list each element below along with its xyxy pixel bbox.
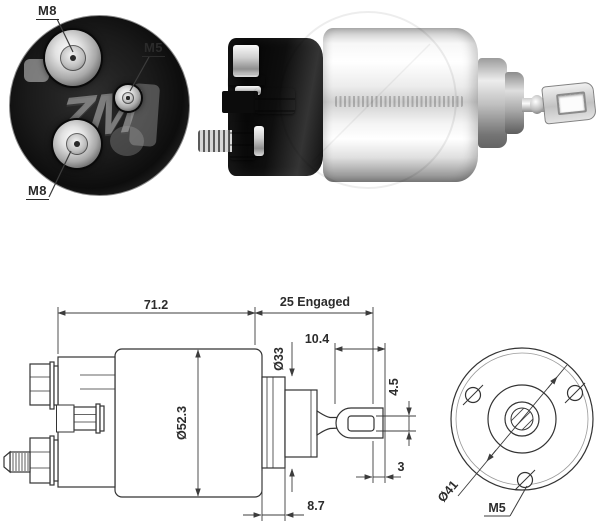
fork-slot-outline [347, 415, 375, 432]
label-m8-bottom: M8 [26, 183, 49, 200]
dim-text-body-dia: Ø52.3 [175, 406, 189, 440]
label-m8-top: M8 [36, 3, 59, 20]
side-view-outline [3, 348, 384, 498]
bottom-bolt-washer [53, 439, 59, 482]
top-bolt-washer [53, 365, 59, 406]
battery-bolt-washer [229, 75, 265, 87]
fork-slot [556, 91, 588, 116]
solenoid-stud [255, 88, 295, 114]
drive-end-ring [478, 58, 507, 148]
top-bolt-hex [29, 363, 51, 406]
terminal-m5 [115, 85, 141, 111]
front-view: Ø41 M5 [435, 347, 594, 517]
solenoid-barrel [323, 28, 478, 182]
bolt-tip [3, 450, 11, 474]
product-photo [195, 20, 600, 195]
housing-highlight [24, 59, 49, 82]
collar-outline [261, 376, 286, 469]
dim-text-bolt-circle: Ø41 [435, 478, 461, 505]
dimension-drawing: 71.2 25 Engaged 10.4 Ø33 Ø52.3 4.5 3 [3, 295, 594, 521]
shaft-bore-circle [504, 401, 540, 437]
label-screw-m5: M5 [488, 501, 505, 515]
battery-bolt-head [233, 45, 259, 77]
boss-circle [487, 384, 557, 454]
dim-text-fork-slot: 4.5 [387, 378, 401, 395]
thread-hatch [12, 453, 29, 471]
dimline-o41-arrow-high [547, 376, 558, 389]
dim-text-collar-len: 8.7 [307, 499, 324, 513]
plunger-collar [530, 95, 544, 114]
mid-stud-washer [99, 405, 105, 432]
dim-text-fork-tip: 3 [398, 460, 405, 474]
dimline-o41-arrow-low [486, 449, 497, 462]
cap-notch [56, 404, 75, 433]
side-view-dimensions: 71.2 25 Engaged 10.4 Ø33 Ø52.3 4.5 3 [57, 295, 416, 521]
extension-lines [57, 307, 416, 521]
spade-connector [222, 91, 258, 113]
label-m5: M5 [142, 40, 165, 57]
motor-stud-thread [198, 130, 232, 152]
screw-holes [462, 382, 586, 491]
motor-stud-nut [230, 122, 256, 160]
terminal-m8-top [45, 30, 101, 86]
dim-text-engaged: 25 Engaged [280, 295, 350, 309]
bottom-bolt-hex [29, 437, 51, 484]
reflection-blob [110, 126, 144, 156]
terminal-m8-bottom [53, 120, 101, 168]
drive-end-boss [505, 72, 524, 134]
leader-screw-m5 [509, 485, 528, 517]
front-block [284, 389, 318, 458]
motor-stud-washer [254, 126, 264, 156]
battery-bolt-washer2 [235, 86, 261, 95]
etched-marking [335, 96, 463, 107]
plunger-fork [541, 81, 597, 125]
dim-text-collar-dia: Ø33 [272, 347, 286, 371]
dim-text-pin: 10.4 [305, 332, 329, 346]
dim-text-overall: 71.2 [144, 298, 168, 312]
mid-stud-hex [73, 406, 97, 431]
